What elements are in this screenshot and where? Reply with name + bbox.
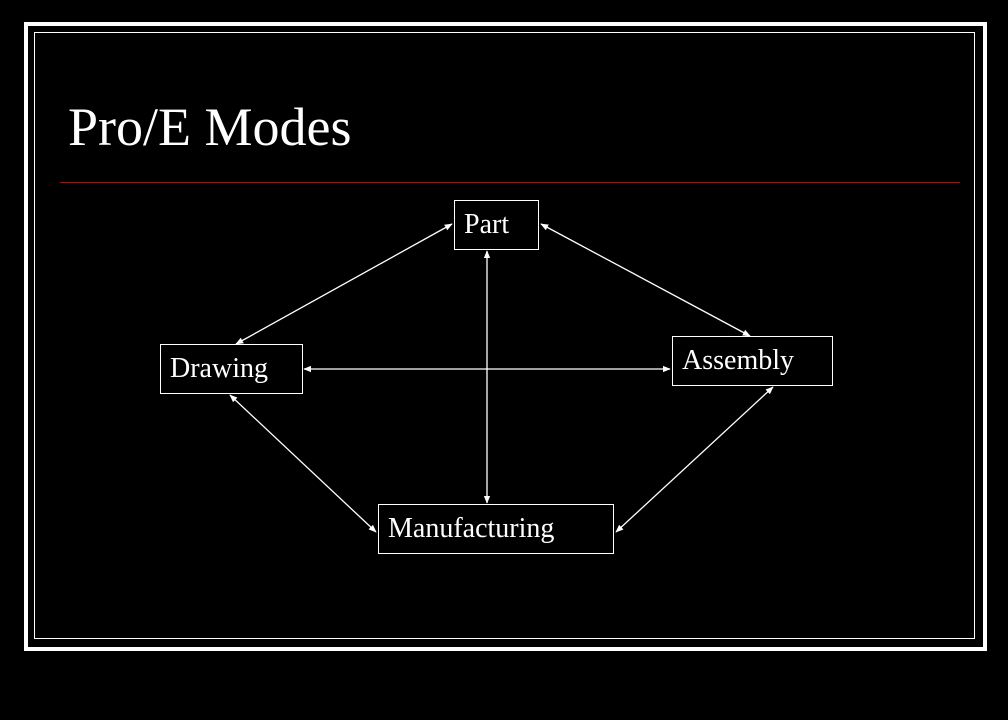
edge-assembly-manufacturing <box>615 386 774 533</box>
node-manufacturing-label: Manufacturing <box>388 513 555 544</box>
slide-frame-outer <box>24 22 987 651</box>
title-divider <box>60 182 960 183</box>
slide-title: Pro/E Modes <box>68 97 352 157</box>
slide-frame-inner <box>34 32 975 639</box>
edge-part-drawing <box>235 223 453 345</box>
node-part: Part <box>454 200 539 250</box>
edge-part-assembly <box>540 223 751 337</box>
node-drawing-label: Drawing <box>170 353 268 384</box>
node-assembly: Assembly <box>672 336 833 386</box>
node-manufacturing: Manufacturing <box>378 504 614 554</box>
node-assembly-label: Assembly <box>682 345 794 376</box>
edge-drawing-manufacturing <box>229 394 377 533</box>
node-part-label: Part <box>464 209 510 240</box>
node-drawing: Drawing <box>160 344 303 394</box>
